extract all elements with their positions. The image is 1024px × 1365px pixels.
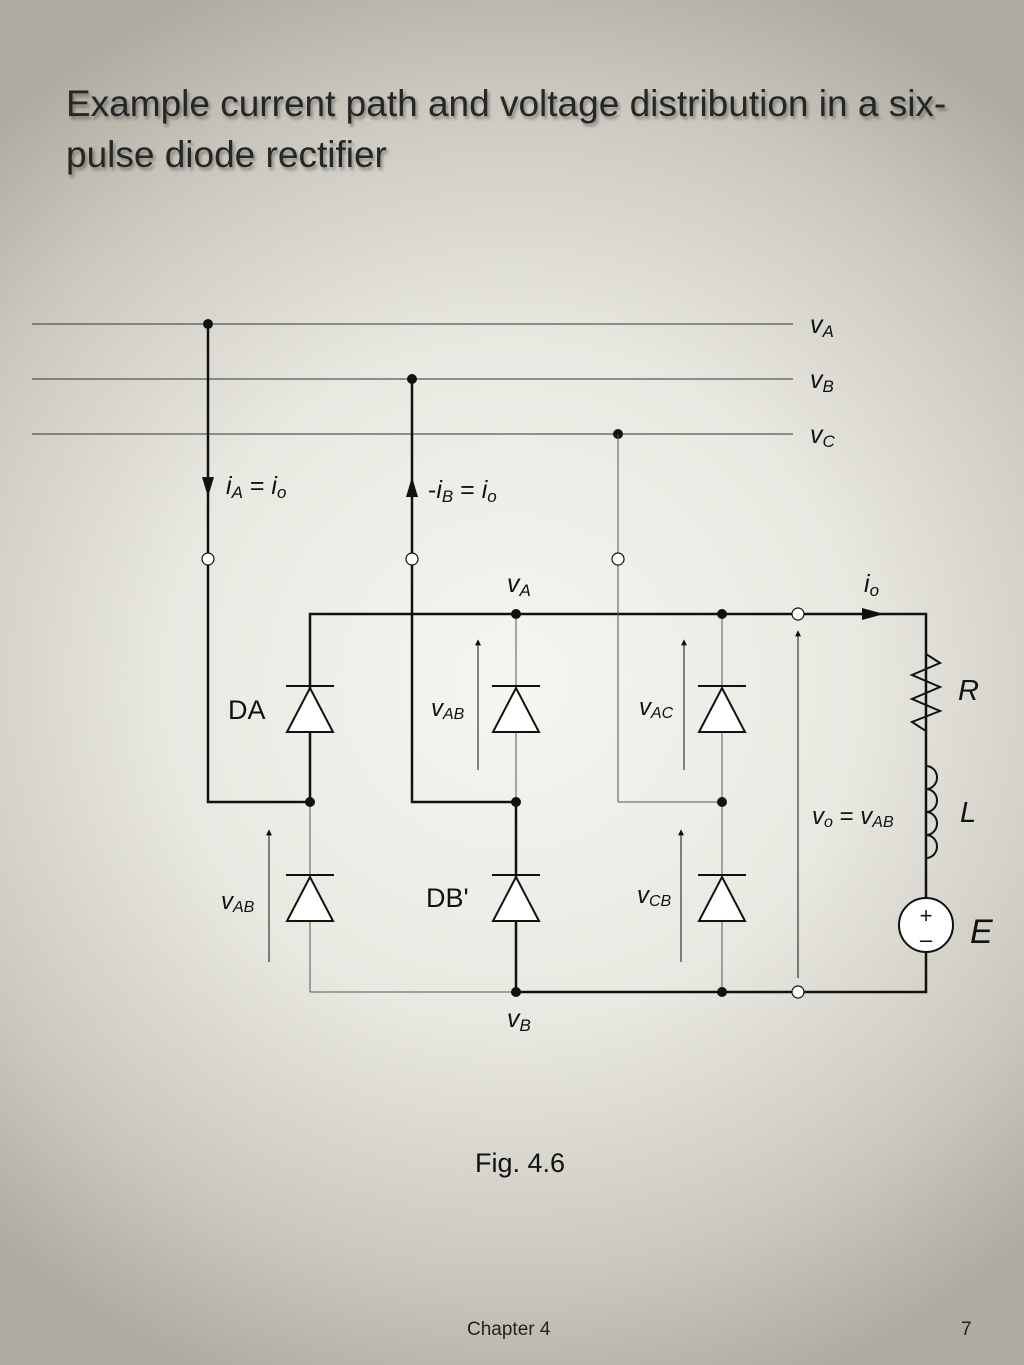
- terminals: [201, 552, 805, 999]
- output-terminal-negative: [791, 985, 805, 999]
- current-label-ib: -iB = io: [428, 476, 497, 506]
- current-path: [206, 324, 928, 994]
- terminal-c: [611, 552, 625, 566]
- inductor-label: L: [960, 797, 976, 829]
- bus-junctions: [305, 609, 727, 997]
- source-label: E: [970, 913, 993, 951]
- inductor: [925, 765, 938, 898]
- source-minus-sign: –: [920, 927, 933, 952]
- terminal-a: [201, 552, 215, 566]
- voltage-arrows: [266, 630, 801, 978]
- bus-label-top: vA: [507, 570, 531, 600]
- supply-label-vb: vB: [810, 366, 834, 396]
- bus-label-bottom: vB: [507, 1005, 531, 1035]
- output-voltage-label: vo = vAB: [812, 803, 894, 831]
- diode-da: [285, 685, 335, 733]
- voltage-label-vcb: vCB: [637, 882, 672, 910]
- diode-da-prime: [285, 874, 335, 922]
- diode-dc-prime: [697, 874, 747, 922]
- resistor-label: R: [958, 675, 979, 707]
- slide-title: Example current path and voltage distrib…: [66, 83, 947, 175]
- diode-dc: [697, 685, 747, 733]
- diode-db-prime: [491, 874, 541, 922]
- terminal-b: [405, 552, 419, 566]
- current-label-ia: iA = io: [226, 472, 286, 502]
- current-arrow-a: [202, 477, 214, 497]
- output-current-label: io: [864, 570, 879, 600]
- resistor: [909, 614, 943, 766]
- voltage-label-vab-bottom: vAB: [221, 888, 255, 916]
- output-terminal-positive: [791, 607, 805, 621]
- supply-label-va: vA: [810, 311, 834, 341]
- voltage-label-vab-top: vAB: [431, 695, 465, 723]
- diode-label-db-prime: DB': [426, 883, 469, 913]
- source-plus-sign: +: [920, 903, 933, 928]
- supply-label-vc: vC: [810, 421, 836, 451]
- footer-page-number: 7: [961, 1319, 972, 1340]
- load: [898, 614, 954, 992]
- output-current-arrow: [862, 608, 884, 620]
- current-arrow-b: [406, 477, 418, 497]
- voltage-label-vac: vAC: [639, 694, 674, 722]
- footer-chapter: Chapter 4: [467, 1319, 551, 1340]
- diode-db: [491, 685, 541, 733]
- figure-caption: Fig. 4.6: [474, 1148, 566, 1178]
- diode-label-da: DA: [228, 695, 266, 725]
- diodes: [285, 685, 747, 922]
